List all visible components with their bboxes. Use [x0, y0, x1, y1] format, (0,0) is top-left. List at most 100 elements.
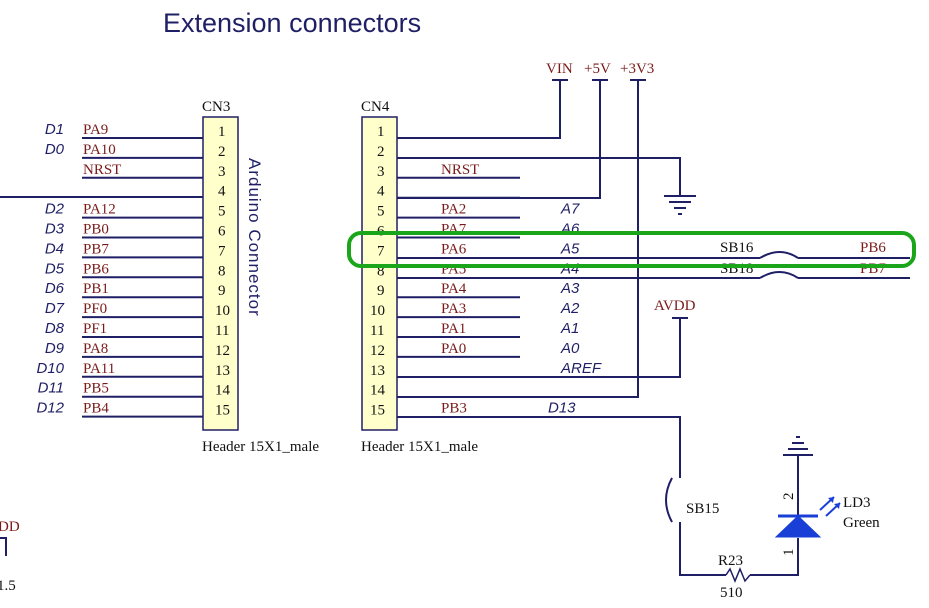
sb15-arc [665, 477, 673, 523]
cn3-arduino-7: D4 [45, 240, 64, 257]
cn3-pin-5: 5 [218, 204, 226, 220]
cn4-arduino-9: A3 [560, 280, 580, 297]
cn3-name: CN3 [202, 99, 230, 115]
arduino-connector-label: Arduino Connector [245, 158, 264, 317]
cn3-pin-7: 7 [218, 243, 226, 259]
vin-wire [397, 80, 561, 139]
led-circuit[interactable]: SB15 R23 510 2 1 LD3 Green [397, 416, 880, 601]
sb16-arc [759, 251, 799, 259]
v3-label: +3V3 [620, 61, 654, 77]
cn4-caption: Header 15X1_male [361, 439, 478, 455]
led-triangle [774, 515, 822, 538]
led-light-arrowhead-1 [828, 497, 834, 503]
r23-zigzag [725, 567, 751, 583]
cn3-pin-15: 15 [215, 403, 230, 419]
v3-wire [397, 80, 639, 398]
cn4-signal-5: PA2 [441, 202, 466, 218]
cn3-signal-5: PA12 [83, 202, 116, 218]
cn4-pin-12: 12 [370, 343, 385, 359]
cn4-pin-2: 2 [377, 144, 385, 160]
cn4-pin-15: 15 [370, 403, 385, 419]
cn3-signal-2: PA10 [83, 142, 116, 158]
cn4-pin-13: 13 [370, 363, 385, 379]
cn3-signal-labels: PA9PA10NRSTPA12PB0PB7PB6PB1PF0PF1PA8PA11… [83, 122, 121, 417]
cn3-pin-12: 12 [215, 343, 230, 359]
cn3-pin-11: 11 [215, 323, 229, 339]
cn4-pin-7: 7 [377, 243, 385, 259]
cn3-arduino-9: D6 [45, 280, 65, 297]
cn3-arduino-8: D5 [45, 260, 65, 277]
cn3-signal-14: PB5 [83, 381, 109, 397]
cn3-pin-4: 4 [218, 184, 226, 200]
cn3-wires [82, 137, 203, 418]
cn4-name: CN4 [361, 99, 390, 115]
pb7-label: PB7 [860, 261, 886, 277]
cn4-arduino-10: A2 [560, 300, 580, 317]
cn3-signal-12: PA8 [83, 341, 108, 357]
solder-bridges-pb6-pb7[interactable]: SB16 SB18 PB6 PB7 [397, 240, 910, 279]
cn4-pin-3: 3 [377, 164, 385, 180]
cn4-pin-10: 10 [370, 303, 385, 319]
cn4-arduino-8: A4 [560, 260, 579, 277]
cn4-signal-3: NRST [441, 162, 479, 178]
left-edge-fragment: DD 1.5 [0, 519, 20, 594]
cn4-signal-12: PA0 [441, 341, 466, 357]
avdd-wire [397, 318, 681, 378]
cn3-arduino-11: D8 [45, 320, 65, 337]
cn3-signal-11: PF1 [83, 321, 107, 337]
avdd-label: AVDD [654, 298, 696, 314]
cn4-pin-9: 9 [377, 283, 385, 299]
cn4-signal-10: PA3 [441, 301, 466, 317]
cn3-signal-13: PA11 [83, 361, 115, 377]
cn3-pin-2: 2 [218, 144, 226, 160]
cn3-signal-6: PB0 [83, 222, 109, 238]
cn3-signal-7: PB7 [83, 241, 109, 257]
led-name: LD3 [843, 495, 871, 511]
cn3-pin-6: 6 [218, 224, 226, 240]
cn3-arduino-6: D3 [45, 221, 65, 238]
cn3-pin-10: 10 [215, 303, 230, 319]
led-color-label: Green [843, 515, 880, 531]
cn4-body [361, 116, 398, 431]
cn4-signal-11: PA1 [441, 321, 466, 337]
cn3-signal-3: NRST [83, 162, 121, 178]
v5-label: +5V [584, 61, 611, 77]
led-pin-top: 2 [781, 493, 797, 501]
cn4-arduino-12: A0 [560, 340, 580, 357]
power-rails: VIN +5V +3V3 AVDD [397, 61, 696, 398]
cn3-pin-3: 3 [218, 164, 226, 180]
cn3-pin-14: 14 [215, 383, 231, 399]
cn3-signal-8: PB6 [83, 261, 109, 277]
cn4-arduino-15: D13 [548, 400, 576, 417]
led-pin-bottom: 1 [781, 549, 797, 557]
cn3-arduino-13: D10 [36, 360, 64, 377]
r23-value: 510 [720, 585, 743, 601]
sb18-label: SB18 [720, 261, 753, 277]
cn4-pin-4: 4 [377, 184, 385, 200]
gnd-wire [397, 157, 681, 196]
cn3-signal-15: PB4 [83, 401, 109, 417]
cn3-signal-10: PF0 [83, 301, 107, 317]
cn3-pin-13: 13 [215, 363, 230, 379]
cn3-body [202, 116, 239, 431]
pb3-wire [397, 416, 681, 478]
left-partial-top: DD [0, 519, 20, 535]
sb16-label: SB16 [720, 240, 754, 256]
sb15-label: SB15 [686, 501, 719, 517]
cn3-arduino-15: D12 [36, 400, 64, 417]
sb18-arc [759, 271, 799, 279]
cn3-pin-9: 9 [218, 283, 226, 299]
pb6-label: PB6 [860, 240, 886, 256]
cn4-arduino-5: A7 [560, 201, 580, 218]
cn3-signal-1: PA9 [83, 122, 108, 138]
cn4-pin-14: 14 [370, 383, 386, 399]
sb15-to-r23 [679, 522, 726, 576]
cn3-arduino-10: D7 [45, 300, 65, 317]
